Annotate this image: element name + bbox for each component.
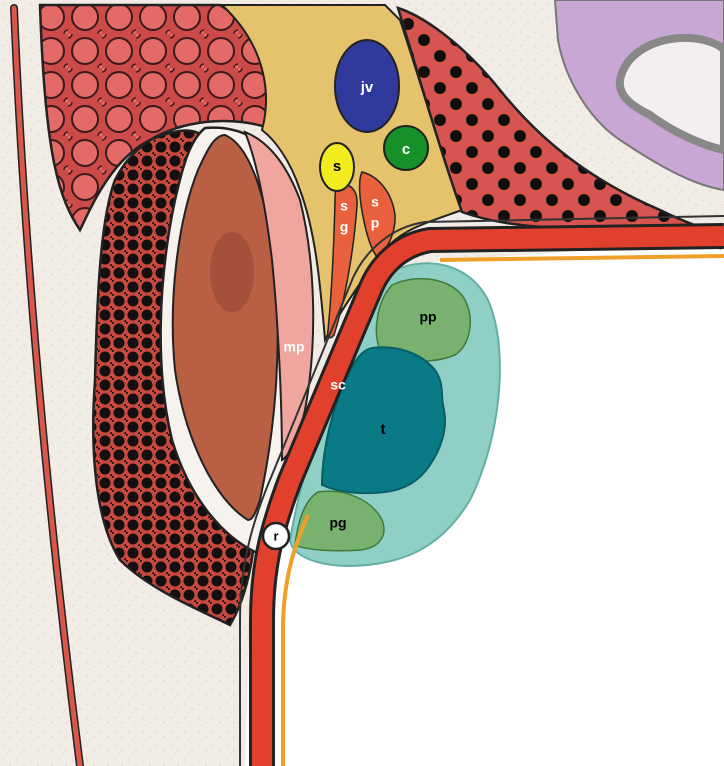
label-sp-p: p xyxy=(371,215,380,231)
label-sg-s: s xyxy=(340,198,348,214)
label-pg: pg xyxy=(329,515,346,531)
label-pp: pp xyxy=(419,309,436,325)
label-sp-s: s xyxy=(371,194,379,210)
label-r: r xyxy=(273,528,278,543)
pterygoid-highlight xyxy=(210,232,254,312)
label-sc: sc xyxy=(330,377,346,393)
label-s: s xyxy=(333,158,341,175)
label-c: c xyxy=(402,141,410,158)
label-t: t xyxy=(381,421,386,438)
label-jv: jv xyxy=(360,79,374,96)
label-sg-g: g xyxy=(340,219,349,235)
label-mp: mp xyxy=(284,339,305,355)
